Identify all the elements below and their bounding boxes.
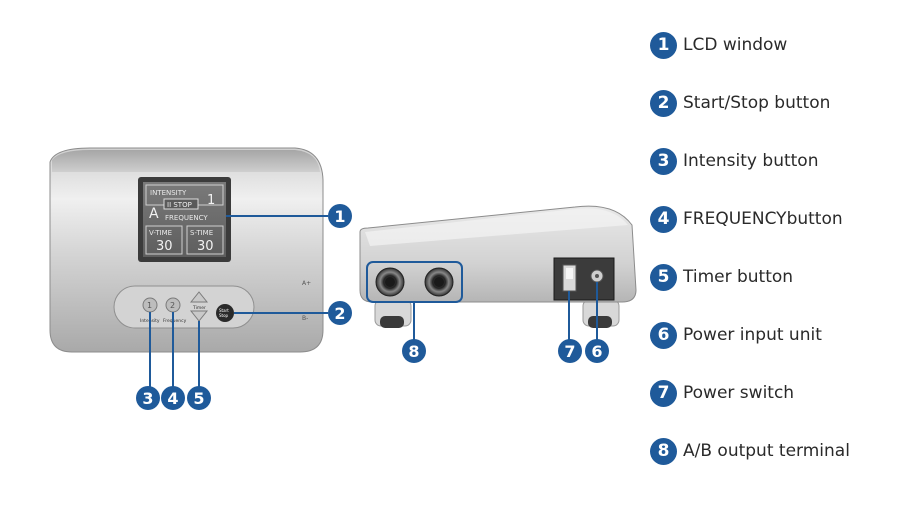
lcd-intensity-label: INTENSITY bbox=[150, 189, 187, 197]
frequency-text: Frequency bbox=[163, 318, 187, 324]
legend-number: 8 bbox=[650, 437, 677, 465]
start-stop-button[interactable] bbox=[216, 304, 234, 322]
legend-label: Timer button bbox=[683, 267, 794, 287]
svg-text:7: 7 bbox=[564, 342, 575, 361]
svg-text:1: 1 bbox=[334, 207, 345, 226]
svg-text:3: 3 bbox=[142, 389, 153, 408]
front-callout-lines bbox=[149, 215, 328, 388]
start-text: Start bbox=[219, 308, 229, 313]
frequency-button-label: 2 bbox=[170, 301, 175, 310]
legend-number: 3 bbox=[650, 147, 677, 175]
intensity-button-label: 1 bbox=[147, 301, 152, 310]
lcd-vtime-value: 30 bbox=[156, 239, 173, 254]
legend-item-1: 1 LCD window bbox=[650, 30, 787, 60]
legend-item-4: 4 FREQUENCYbutton bbox=[650, 204, 843, 234]
legend-number: 2 bbox=[650, 89, 677, 117]
callout-3: 3 bbox=[136, 386, 160, 410]
legend-item-7: 7 Power switch bbox=[650, 378, 794, 408]
legend-item-3: 3 Intensity button bbox=[650, 146, 818, 176]
legend-item-8: 8 A/B output terminal bbox=[650, 436, 850, 466]
lcd-vtime-label: V-TIME bbox=[149, 229, 172, 237]
legend-label: FREQUENCYbutton bbox=[683, 209, 843, 229]
callout-6: 6 bbox=[585, 339, 609, 363]
svg-text:5: 5 bbox=[193, 389, 204, 408]
callout-4: 4 bbox=[161, 386, 185, 410]
legend-item-2: 2 Start/Stop button bbox=[650, 88, 830, 118]
legend-label: Intensity button bbox=[683, 151, 819, 171]
lcd-intensity-value: 1 bbox=[207, 193, 215, 208]
callout-5: 5 bbox=[187, 386, 211, 410]
callout-2: 2 bbox=[328, 301, 352, 325]
legend-number: 7 bbox=[650, 379, 677, 407]
timer-text: Timer bbox=[192, 305, 206, 311]
legend-item-6: 6 Power input unit bbox=[650, 320, 822, 350]
lcd-status: II STOP bbox=[167, 201, 192, 209]
callout-7: 7 bbox=[558, 339, 582, 363]
legend-label: A/B output terminal bbox=[683, 441, 850, 461]
svg-text:4: 4 bbox=[167, 389, 178, 408]
legend-number: 4 bbox=[650, 205, 677, 233]
callout-8: 8 bbox=[402, 339, 426, 363]
stop-text: Stop bbox=[219, 313, 229, 318]
a-plus-mark: A+ bbox=[302, 280, 311, 287]
lcd-stime-value: 30 bbox=[197, 239, 214, 254]
legend-number: 1 bbox=[650, 31, 677, 59]
callout-badges: 1 2 3 4 5 6 7 8 bbox=[136, 204, 609, 410]
legend-item-5: 5 Timer button bbox=[650, 262, 793, 292]
legend-label: Power input unit bbox=[683, 325, 822, 345]
svg-text:2: 2 bbox=[334, 304, 345, 323]
b-minus-mark: B- bbox=[302, 315, 308, 322]
legend-label: LCD window bbox=[683, 35, 788, 55]
side-device bbox=[359, 205, 637, 328]
timer-up-button[interactable] bbox=[189, 291, 209, 303]
front-device: INTENSITY 1 A II STOP FREQUENCY V-TIME 3… bbox=[49, 147, 324, 353]
svg-text:6: 6 bbox=[591, 342, 602, 361]
legend-number: 6 bbox=[650, 321, 677, 349]
side-callout-lines bbox=[413, 282, 598, 340]
legend-label: Power switch bbox=[683, 383, 795, 403]
legend-label: Start/Stop button bbox=[683, 93, 831, 113]
lcd-frequency-label: FREQUENCY bbox=[165, 214, 208, 222]
timer-down-button[interactable] bbox=[189, 310, 209, 322]
svg-text:8: 8 bbox=[408, 342, 419, 361]
callout-1: 1 bbox=[328, 204, 352, 228]
lcd-channel: A bbox=[149, 206, 159, 222]
legend-number: 5 bbox=[650, 263, 677, 291]
lcd-stime-label: S-TIME bbox=[190, 229, 213, 237]
